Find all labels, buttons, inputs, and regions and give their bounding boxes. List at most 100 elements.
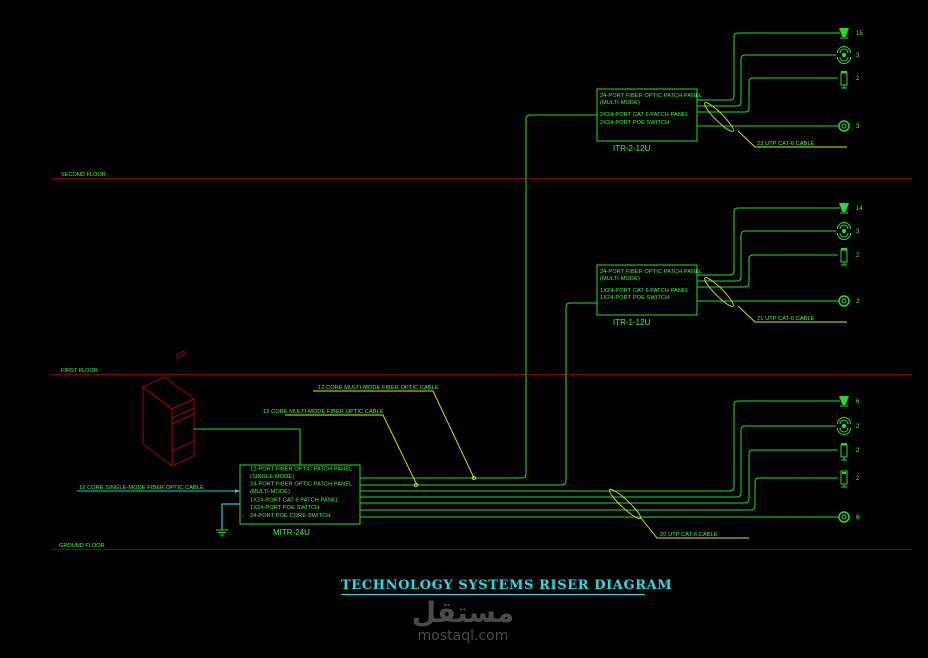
cable-camera [360, 400, 840, 492]
rack-line: 24-PORT FIBER OPTIC PATCH PANEL [600, 93, 702, 99]
ip-phone-icon [840, 248, 848, 266]
rack-line: (MULTI-MODE) [250, 489, 290, 495]
ground-wire [221, 503, 240, 530]
watermark-arabic: مستقل [412, 596, 514, 629]
rack-name: ITR-2-12U [613, 144, 651, 153]
floor-second: SECOND FLOOR [52, 172, 912, 179]
cable-label: 21 UTP CAT-6 CABLE [757, 316, 815, 322]
rack-line: 2X24-PORT POE SWITCH [600, 120, 669, 126]
access-control-outlet: 2 [840, 470, 860, 488]
cctv-camera-icon [839, 28, 849, 39]
mitr-cables [360, 400, 840, 518]
fiber-riser-itr2 [360, 114, 597, 479]
rack-line: 1X24-PORT CAT 6 PATCH PANEL [250, 498, 339, 504]
rack-itr1[interactable]: 24-PORT FIBER OPTIC PATCH PANEL (MULTI-M… [596, 264, 702, 327]
fiber-riser-itr1 [360, 302, 597, 486]
diagram-title: TECHNOLOGY SYSTEMS RISER DIAGRAM [341, 578, 672, 593]
outlet-count: 2 [856, 448, 860, 454]
rack-line: 1X24-PORT CAT 6 PATCH PANEL [600, 288, 689, 294]
outlet-count: 2 [856, 76, 860, 82]
cctv-camera-outlet: 6 [839, 396, 860, 407]
cable-phone [697, 77, 838, 113]
arrow-icon [235, 489, 240, 493]
wireless-access-point-icon [837, 46, 851, 64]
itr2-cable-tag: 23 UTP CAT-6 CABLE [704, 102, 847, 148]
outlet-count: 3 [856, 124, 860, 130]
cable-wifi [697, 54, 836, 107]
data-outlet-icon [838, 511, 850, 523]
data-outlet-outlet: 6 [838, 511, 860, 523]
floor-first: FIRST FLOOR [52, 368, 912, 375]
cable-camera [697, 32, 840, 101]
outlet-count: 2 [856, 424, 860, 430]
server-link-cable [194, 428, 301, 465]
leader-dot [413, 482, 418, 487]
rack-line: 1X24-PORT POE SWITCH [600, 295, 669, 301]
leader-line [737, 130, 847, 148]
cable-access [360, 477, 838, 511]
cable-phone [360, 449, 838, 504]
leader-line [640, 517, 749, 539]
cctv-camera-icon [839, 396, 849, 407]
mitr-cable-tag: 20 UTP CAT-6 CABLE [608, 488, 749, 539]
outlet-count: 2 [856, 253, 860, 259]
wireless-access-point-outlet: 3 [837, 46, 860, 64]
fiber-risers [360, 114, 597, 486]
rack-line: 24-PORT FIBER OPTIC PATCH PANEL [250, 482, 352, 488]
data-outlet-outlet: 3 [838, 120, 860, 132]
cable-label: 20 UTP CAT-6 CABLE [660, 532, 718, 538]
outlet-count: 2 [856, 476, 860, 482]
cctv-camera-outlet: 14 [839, 203, 863, 214]
server-icon [142, 350, 195, 468]
cable-phone [697, 254, 838, 288]
floor-label: GROUND FLOOR [59, 543, 105, 549]
ip-phone-icon [840, 71, 848, 89]
rack-name: MITR-24U [273, 528, 310, 537]
itr1-cables [697, 207, 840, 302]
cable-label: 12 CORE MULTI-MODE FIBER OPTIC CABLE [263, 409, 384, 415]
single-mode-incoming: 12 CORE SINGLE-MODE FIBER OPTIC CABLE [77, 485, 240, 493]
rack-line: (SINGLE-MODE) [250, 474, 294, 480]
rack-line: 24-PORT FIBER OPTIC PATCH PANEL [600, 269, 702, 275]
access-control-icon [840, 470, 848, 488]
wireless-access-point-outlet: 2 [837, 417, 860, 435]
cable-wifi [360, 425, 836, 498]
outlet-count: 6 [856, 515, 860, 521]
itr2-cables [697, 32, 840, 127]
mm-annotation-itr1: 12 CORE MULTI-MODE FIBER OPTIC CABLE [263, 409, 418, 487]
cable-label: 12 CORE SINGLE-MODE FIBER OPTIC CABLE [79, 485, 204, 491]
leader-line [285, 414, 418, 486]
grounding [216, 503, 240, 538]
outlet-count: 3 [856, 53, 860, 59]
bundle-ellipse [704, 277, 734, 307]
ip-phone-outlet: 2 [840, 71, 860, 89]
outlet-count: 6 [856, 399, 860, 405]
rack-mitr[interactable]: 12-PORT FIBER OPTIC PATCH PANEL (SINGLE-… [239, 464, 361, 537]
rack-line: 12-PORT FIBER OPTIC PATCH PANEL [250, 467, 352, 473]
rack-line: 1X24-PORT POE SWITCH [250, 505, 319, 511]
rack-itr2[interactable]: 24-PORT FIBER OPTIC PATCH PANEL (MULTI-M… [596, 88, 702, 153]
ip-phone-outlet: 2 [840, 248, 860, 266]
floor-label: SECOND FLOOR [61, 172, 106, 178]
wireless-access-point-outlet: 3 [837, 222, 860, 240]
outlet-count: 3 [856, 229, 860, 235]
wireless-access-point-icon [837, 417, 851, 435]
ip-phone-icon [840, 443, 848, 461]
cable-wifi [697, 230, 836, 282]
cctv-camera-outlet: 15 [839, 28, 863, 39]
rack-line: 2X24-PORT CAT 6 PATCH PANEL [600, 112, 689, 118]
rack-line: 24-PORT POE CORE SWITCH [250, 513, 330, 519]
rack-line: (MULTI-MODE) [600, 100, 640, 106]
ground-icon [216, 529, 228, 538]
cctv-camera-icon [839, 203, 849, 214]
outlet-count: 15 [856, 31, 863, 37]
ip-phone-outlet: 2 [840, 443, 860, 461]
bundle-ellipse [704, 102, 734, 132]
leader-line [737, 305, 847, 323]
mm-annotation-itr2: 12 CORE MULTI-MODE FIBER OPTIC CABLE [313, 385, 476, 480]
leader-dot [471, 475, 476, 480]
wireless-access-point-icon [837, 222, 851, 240]
leader-line [313, 390, 475, 479]
rack-box [596, 264, 698, 316]
